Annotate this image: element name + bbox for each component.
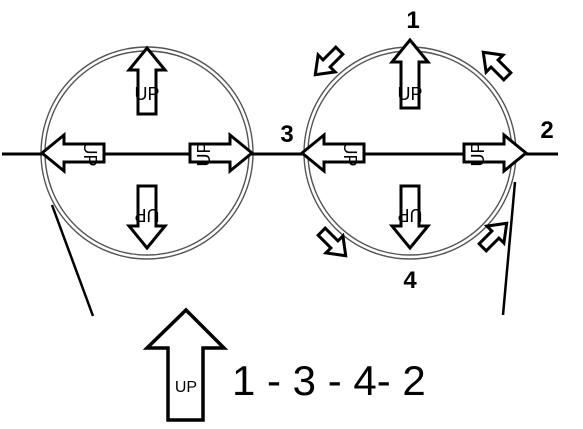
right-arrow-left-label: UP [340,141,360,166]
left-arrow-right: UP [188,131,255,175]
sequence-text: 1 - 3 - 4- 2 [232,357,426,404]
left-arrow-top-label: UP [134,84,159,104]
rotation-arrow-bottom-left [316,226,348,258]
right-arrow-top-label: UP [397,84,422,104]
right-arrow-bottom: UP [388,184,432,251]
left-arrow-left-label: UP [80,141,100,166]
left-support-line [50,204,95,317]
left-arrow-right-label: UP [194,141,214,166]
left-arrow-bottom-label: UP [134,205,159,225]
rotation-arrow-top-right [481,50,513,82]
position-label-1: 1 [406,7,419,34]
rotation-arrow-bottom-right [477,221,509,253]
left-arrow-top: UP [125,45,169,116]
big-up-arrow-label: UP [175,379,197,396]
right-arrow-left: UP [299,131,366,175]
left-arrow-left: UP [39,131,106,175]
position-label-2: 2 [540,117,553,144]
right-arrow-right-label: UP [468,141,488,166]
right-arrow-bottom-label: UP [397,205,422,225]
position-label-3: 3 [280,121,293,148]
right-arrow-top: UP [388,37,432,110]
right-support-line [501,181,517,316]
rotation-arrow-top-left [313,45,345,77]
right-arrow-right: UP [462,131,529,175]
position-label-4: 4 [403,267,417,294]
big-up-arrow: UP [142,307,229,422]
left-arrow-bottom: UP [125,184,169,251]
